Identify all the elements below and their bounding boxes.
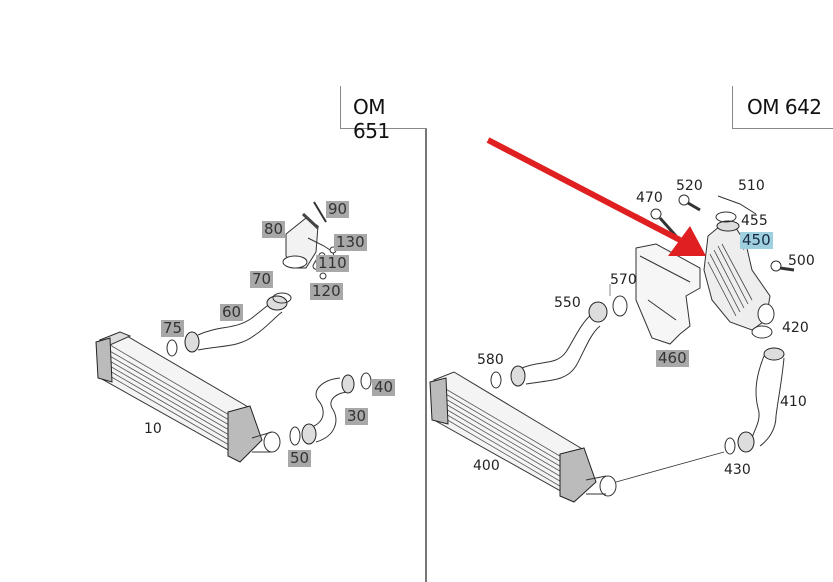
seal-ring-420: [751, 325, 773, 339]
seal-ring-580: [490, 371, 502, 389]
engine-label-om651: OM 651: [353, 95, 390, 143]
hose-410: [737, 347, 785, 453]
callout-430: 430: [724, 462, 751, 478]
callout-400: 400: [473, 458, 500, 474]
callout-450-highlighted: 450: [740, 231, 773, 249]
seal-ring-40: [360, 372, 372, 390]
callout-80: 80: [262, 220, 286, 238]
bolt-470: [650, 208, 678, 237]
callout-420: 420: [782, 320, 809, 336]
seal-ring-70: [272, 292, 292, 304]
callout-30: 30: [345, 407, 369, 425]
callout-460: 460: [656, 349, 689, 367]
callout-70: 70: [250, 270, 274, 288]
callout-40: 40: [372, 378, 396, 396]
callout-510: 510: [738, 178, 765, 194]
housing-450: [703, 220, 775, 331]
bolt-500: [770, 260, 795, 272]
engine-label-box-right: OM 642: [732, 86, 833, 129]
intercooler-400: [429, 371, 725, 503]
hose-550: [510, 301, 608, 387]
engine-label-om642: OM 642: [747, 95, 822, 119]
callout-60: 60: [220, 303, 244, 321]
callout-570: 570: [610, 272, 637, 288]
bolt-520: [678, 194, 701, 212]
callout-470: 470: [636, 190, 663, 206]
seal-ring-75: [166, 339, 178, 357]
callout-130: 130: [334, 233, 367, 251]
callout-410: 410: [780, 394, 807, 410]
callout-90: 90: [326, 200, 350, 218]
hose-30: [301, 374, 355, 445]
callout-580: 580: [477, 352, 504, 368]
left-panel-divider: [425, 86, 427, 582]
bracket-wire: [307, 237, 331, 251]
seal-ring-455: [715, 211, 737, 223]
callout-10: 10: [144, 421, 162, 437]
engine-label-box-left: OM 651: [340, 86, 427, 143]
outlet-pipe-80: [282, 212, 320, 269]
cover-460: [635, 243, 701, 345]
hose-60: [184, 295, 288, 353]
seal-ring-50: [289, 426, 301, 446]
red-arrow-pointer: [486, 137, 706, 256]
seal-ring-570: [612, 295, 628, 317]
seal-ring-430: [724, 437, 736, 455]
seal-90: [313, 201, 327, 223]
callout-455: 455: [741, 213, 768, 229]
callout-120: 120: [310, 282, 343, 300]
callout-110: 110: [316, 254, 349, 272]
wire-510: [717, 195, 757, 215]
callout-550: 550: [554, 295, 581, 311]
callout-50: 50: [288, 449, 312, 467]
callout-75: 75: [161, 319, 185, 337]
callout-500: 500: [788, 253, 815, 269]
callout-520: 520: [676, 178, 703, 194]
intercooler-10: [95, 331, 281, 463]
